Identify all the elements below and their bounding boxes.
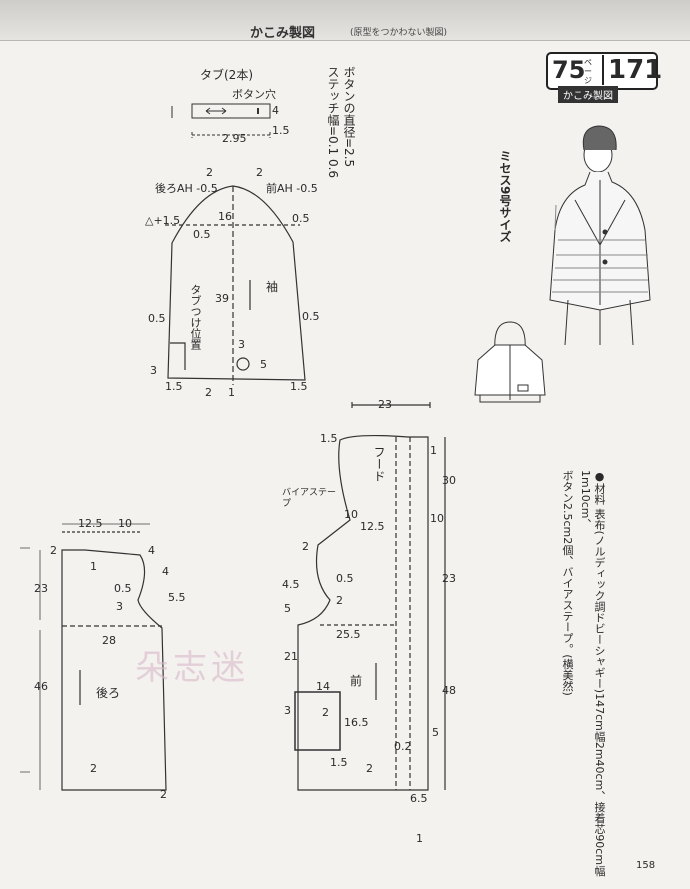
sleeve-n16: 16 — [218, 210, 232, 223]
front-n45: 4.5 — [282, 578, 300, 591]
sleeve-n05d: 0.5 — [302, 310, 320, 323]
tab-h15: 1.5 — [272, 124, 290, 137]
front-n23: 23 — [442, 572, 456, 585]
front-n65: 6.5 — [410, 792, 428, 805]
bias-tape-label: バイアステープ — [282, 488, 337, 509]
front-n165: 16.5 — [344, 716, 369, 729]
front-n10: 10 — [344, 508, 358, 521]
tab-pattern — [171, 103, 271, 138]
back-w125: 12.5 — [78, 517, 103, 530]
back-n3: 3 — [116, 600, 123, 613]
header-subtitle: (原型をつかわない製図) — [350, 28, 448, 38]
front-n5: 5 — [284, 602, 291, 615]
back-n05: 0.5 — [114, 582, 132, 595]
coat-illustration — [549, 125, 651, 346]
pattern-badge: 75 ページ 171 かこみ製図 — [546, 52, 662, 103]
front-n1b: 1 — [416, 832, 423, 845]
back-w10: 10 — [118, 517, 132, 530]
front-n1: 1 — [430, 444, 437, 457]
back-n2b: 2 — [90, 762, 97, 775]
front-n125: 12.5 — [360, 520, 385, 533]
sleeve-n3b: 3 — [238, 338, 245, 351]
back-n2: 2 — [50, 544, 57, 557]
front-n30: 30 — [442, 474, 456, 487]
badge-caption: かこみ製図 — [558, 86, 618, 103]
badge-page-unit: ページ — [584, 58, 592, 85]
hood-label: フード — [372, 446, 386, 482]
sleeve-tab-position: タブつけ位置 — [189, 284, 202, 350]
front-n15: 1.5 — [320, 432, 338, 445]
front-n10b: 10 — [430, 512, 444, 525]
front-n48: 48 — [442, 684, 456, 697]
sleeve-n2c: 2 — [205, 386, 212, 399]
size-label: ミセス9号サイズ — [498, 150, 512, 243]
tab-title: タブ(2本) — [200, 68, 253, 82]
back-body-pattern — [61, 531, 167, 791]
front-n3: 3 — [284, 704, 291, 717]
back-n4b: 4 — [162, 565, 169, 578]
sleeve-n05c: 0.5 — [148, 312, 166, 325]
sleeve-n2b: 2 — [256, 166, 263, 179]
back-n55: 5.5 — [168, 591, 186, 604]
badge-number: 171 — [602, 55, 662, 85]
stitch-note: ステッチ幅=0.1 0.6 — [326, 66, 340, 179]
tab-buttonhole-label: ボタン穴 — [232, 88, 276, 101]
back-n2c: 2 — [160, 788, 167, 801]
front-n02: 0.2 — [394, 740, 412, 753]
front-w23: 23 — [378, 398, 392, 411]
front-n14: 14 — [316, 680, 330, 693]
front-body-pattern — [294, 402, 446, 791]
front-n2d: 2 — [366, 762, 373, 775]
sleeve-n05a: 0.5 — [193, 228, 211, 241]
sleeve-back-ah: 後ろAH -0.5 — [155, 182, 218, 195]
sleeve-plus15: △+1.5 — [145, 214, 181, 227]
back-n46: 46 — [34, 680, 48, 693]
page-number: 158 — [636, 860, 656, 871]
sleeve-n3: 3 — [150, 364, 157, 377]
tab-h4: 4 — [272, 104, 279, 117]
front-n5b: 5 — [432, 726, 439, 739]
sleeve-n05b: 0.5 — [292, 212, 310, 225]
front-n2: 2 — [302, 540, 309, 553]
sleeve-n2a: 2 — [206, 166, 213, 179]
header-bar: かこみ製図 (原型をつかわない製図) — [0, 0, 690, 41]
materials-line-1: ●材料 表布(ノルディック調ドビーシャギー)147cm幅2m40cm、接着芯90… — [579, 470, 606, 877]
sleeve-front-ah: 前AH -0.5 — [266, 182, 318, 195]
materials-line-2: ボタン2.5cm2個、バイアステープ。(横美然) — [561, 470, 574, 696]
back-n28: 28 — [102, 634, 116, 647]
front-n21: 21 — [284, 650, 298, 663]
back-n23: 23 — [34, 582, 48, 595]
back-n4: 4 — [148, 544, 155, 557]
front-n255: 25.5 — [336, 628, 361, 641]
front-n2c: 2 — [322, 706, 329, 719]
sleeve-n1: 1 — [228, 386, 235, 399]
sleeve-n15b: 1.5 — [290, 380, 308, 393]
sleeve-label: 袖 — [266, 280, 279, 294]
front-n15b: 1.5 — [330, 756, 348, 769]
front-label: 前 — [350, 674, 363, 688]
tab-width: 2.95 — [222, 132, 247, 145]
back-n1: 1 — [90, 560, 97, 573]
front-n2b: 2 — [336, 594, 343, 607]
back-view-illustration — [474, 321, 546, 403]
header-title: かこみ製図 — [250, 26, 316, 41]
front-n05: 0.5 — [336, 572, 354, 585]
button-note: ボタンの直径=2.5 — [342, 66, 356, 168]
badge-page: 75 — [552, 56, 586, 84]
sleeve-n39: 39 — [215, 292, 229, 305]
sleeve-n5: 5 — [260, 358, 267, 371]
sleeve-pattern — [165, 185, 306, 385]
sleeve-n15a: 1.5 — [165, 380, 183, 393]
back-label: 後ろ — [96, 686, 121, 700]
watermark: 朵志迷 — [135, 648, 249, 688]
